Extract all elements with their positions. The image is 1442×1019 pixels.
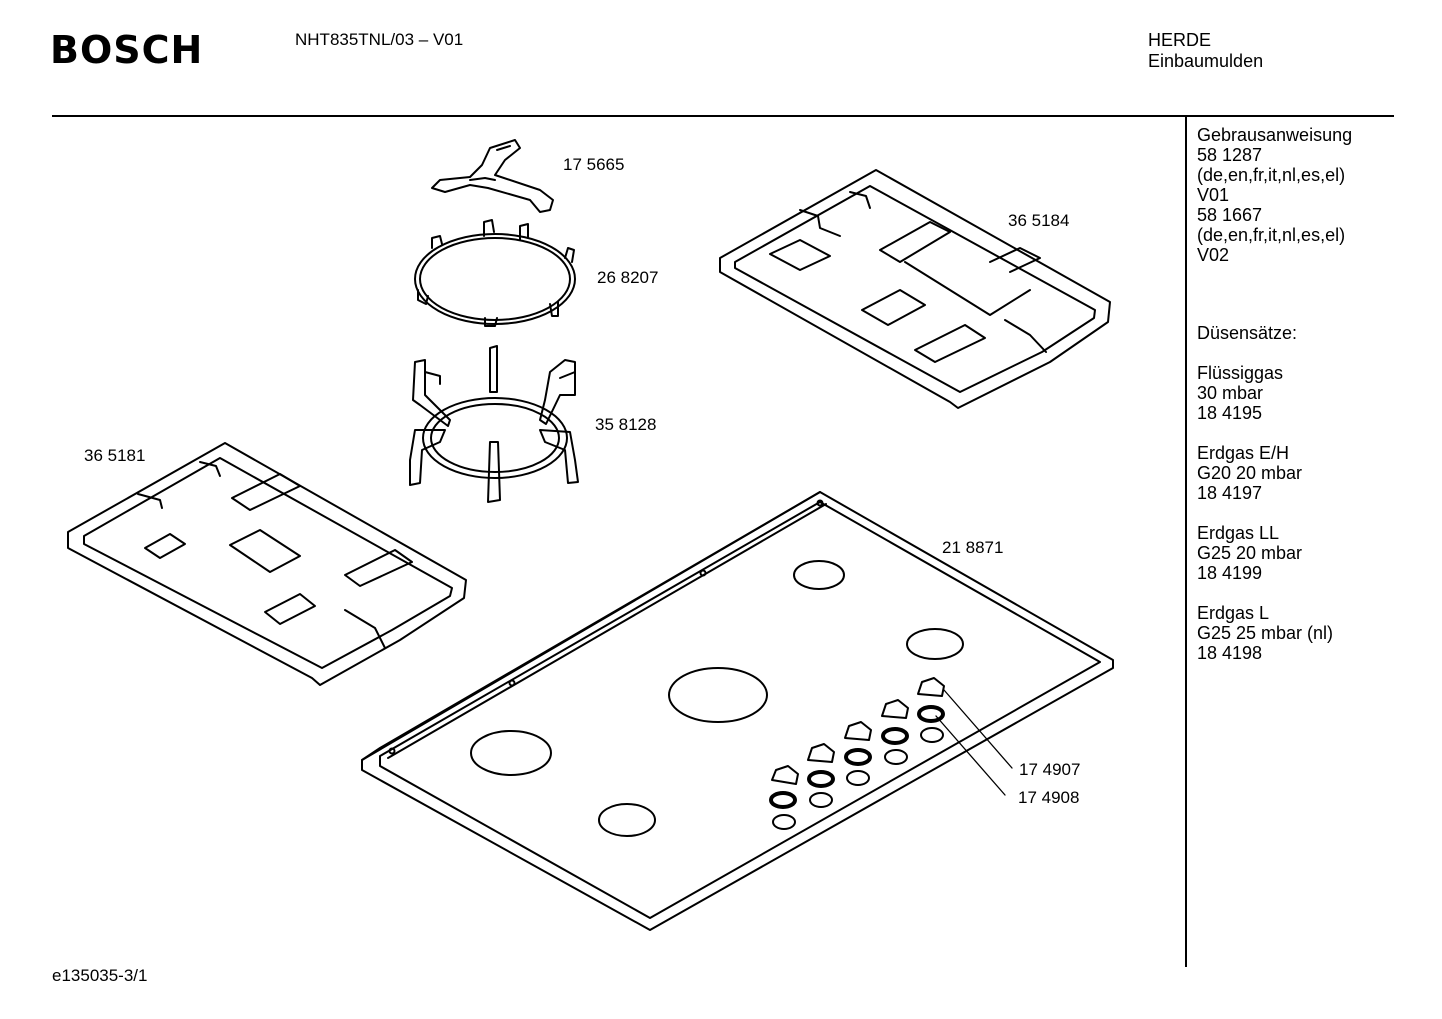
gas-part-number: 18 4195	[1197, 403, 1263, 423]
bosch-logo: BOSCH	[50, 28, 204, 72]
control-knobs	[769, 677, 945, 830]
category-title: HERDE	[1148, 30, 1212, 50]
part-label-knob-ring: 17 4908	[1018, 788, 1079, 807]
gas-pressure: G25 25 mbar (nl)	[1197, 623, 1334, 643]
pan-support-grid-right	[719, 169, 1111, 409]
knob-5	[917, 677, 945, 743]
gas-part-number: 18 4198	[1197, 643, 1263, 663]
wok-support-part	[431, 139, 554, 213]
part-label-hob-plate: 21 8871	[942, 538, 1003, 557]
wok-grid-part	[409, 345, 579, 503]
manual-number-v02: 58 1667	[1197, 205, 1263, 225]
part-label-wok-support: 17 5665	[563, 155, 624, 174]
model-number: NHT835TNL/03 – V01	[295, 30, 464, 49]
nozzle-heading: Düsensätze:	[1197, 323, 1298, 343]
gas-set-liquid: Flüssiggas 30 mbar 18 4195	[1197, 363, 1352, 423]
gas-set-l: Erdgas L G25 25 mbar (nl) 18 4198	[1197, 603, 1352, 663]
pan-support-grid-left	[67, 442, 467, 686]
header-divider	[52, 115, 1394, 117]
leader-lines	[935, 689, 1013, 796]
manual-languages-v02: (de,en,fr,it,nl,es,el)	[1197, 225, 1346, 245]
gas-set-eh: Erdgas E/H G20 20 mbar 18 4197	[1197, 443, 1352, 503]
leader-knob	[943, 689, 1013, 769]
part-label-wok-ring: 26 8207	[597, 268, 658, 287]
gas-pressure: G20 20 mbar	[1197, 463, 1303, 483]
knob-3	[844, 721, 872, 786]
part-label-grid-right: 36 5184	[1008, 211, 1069, 230]
manual-block: Gebrausanweisung 58 1287 (de,en,fr,it,nl…	[1197, 125, 1352, 265]
sidebar-info: Gebrausanweisung 58 1287 (de,en,fr,it,nl…	[1197, 125, 1352, 683]
manual-heading: Gebrausanweisung	[1197, 125, 1353, 145]
part-label-grid-left: 36 5181	[84, 446, 145, 465]
gas-set-ll: Erdgas LL G25 20 mbar 18 4199	[1197, 523, 1352, 583]
knob-4	[881, 699, 909, 765]
drawing-id: e135035-3/1	[52, 966, 148, 985]
sidebar-divider	[1185, 117, 1187, 967]
hob-plate-part	[361, 491, 1114, 931]
gas-pressure: G25 20 mbar	[1197, 543, 1303, 563]
manual-languages-v01: (de,en,fr,it,nl,es,el)	[1197, 165, 1346, 185]
knob-2	[807, 743, 835, 808]
product-category: HERDE Einbaumulden	[1148, 30, 1263, 72]
gas-type: Erdgas LL	[1197, 523, 1280, 543]
gas-type: Erdgas L	[1197, 603, 1270, 623]
part-label-knob: 17 4907	[1019, 760, 1080, 779]
gas-type: Erdgas E/H	[1197, 443, 1290, 463]
manual-version-v02: V02	[1197, 245, 1230, 265]
knob-1	[769, 765, 799, 830]
manual-number-v01: 58 1287	[1197, 145, 1263, 165]
leader-knob-ring	[935, 715, 1006, 796]
exploded-view-drawing: 17 5665 26 8207 35 8128 36 5181 36 5184 …	[67, 139, 1114, 931]
part-label-wok-grid: 35 8128	[595, 415, 656, 434]
wok-ring-part	[414, 219, 576, 327]
gas-part-number: 18 4197	[1197, 483, 1263, 503]
manual-version-v01: V01	[1197, 185, 1230, 205]
gas-type: Flüssiggas	[1197, 363, 1284, 383]
gas-pressure: 30 mbar	[1197, 383, 1264, 403]
category-subtitle: Einbaumulden	[1148, 51, 1264, 71]
gas-part-number: 18 4199	[1197, 563, 1263, 583]
